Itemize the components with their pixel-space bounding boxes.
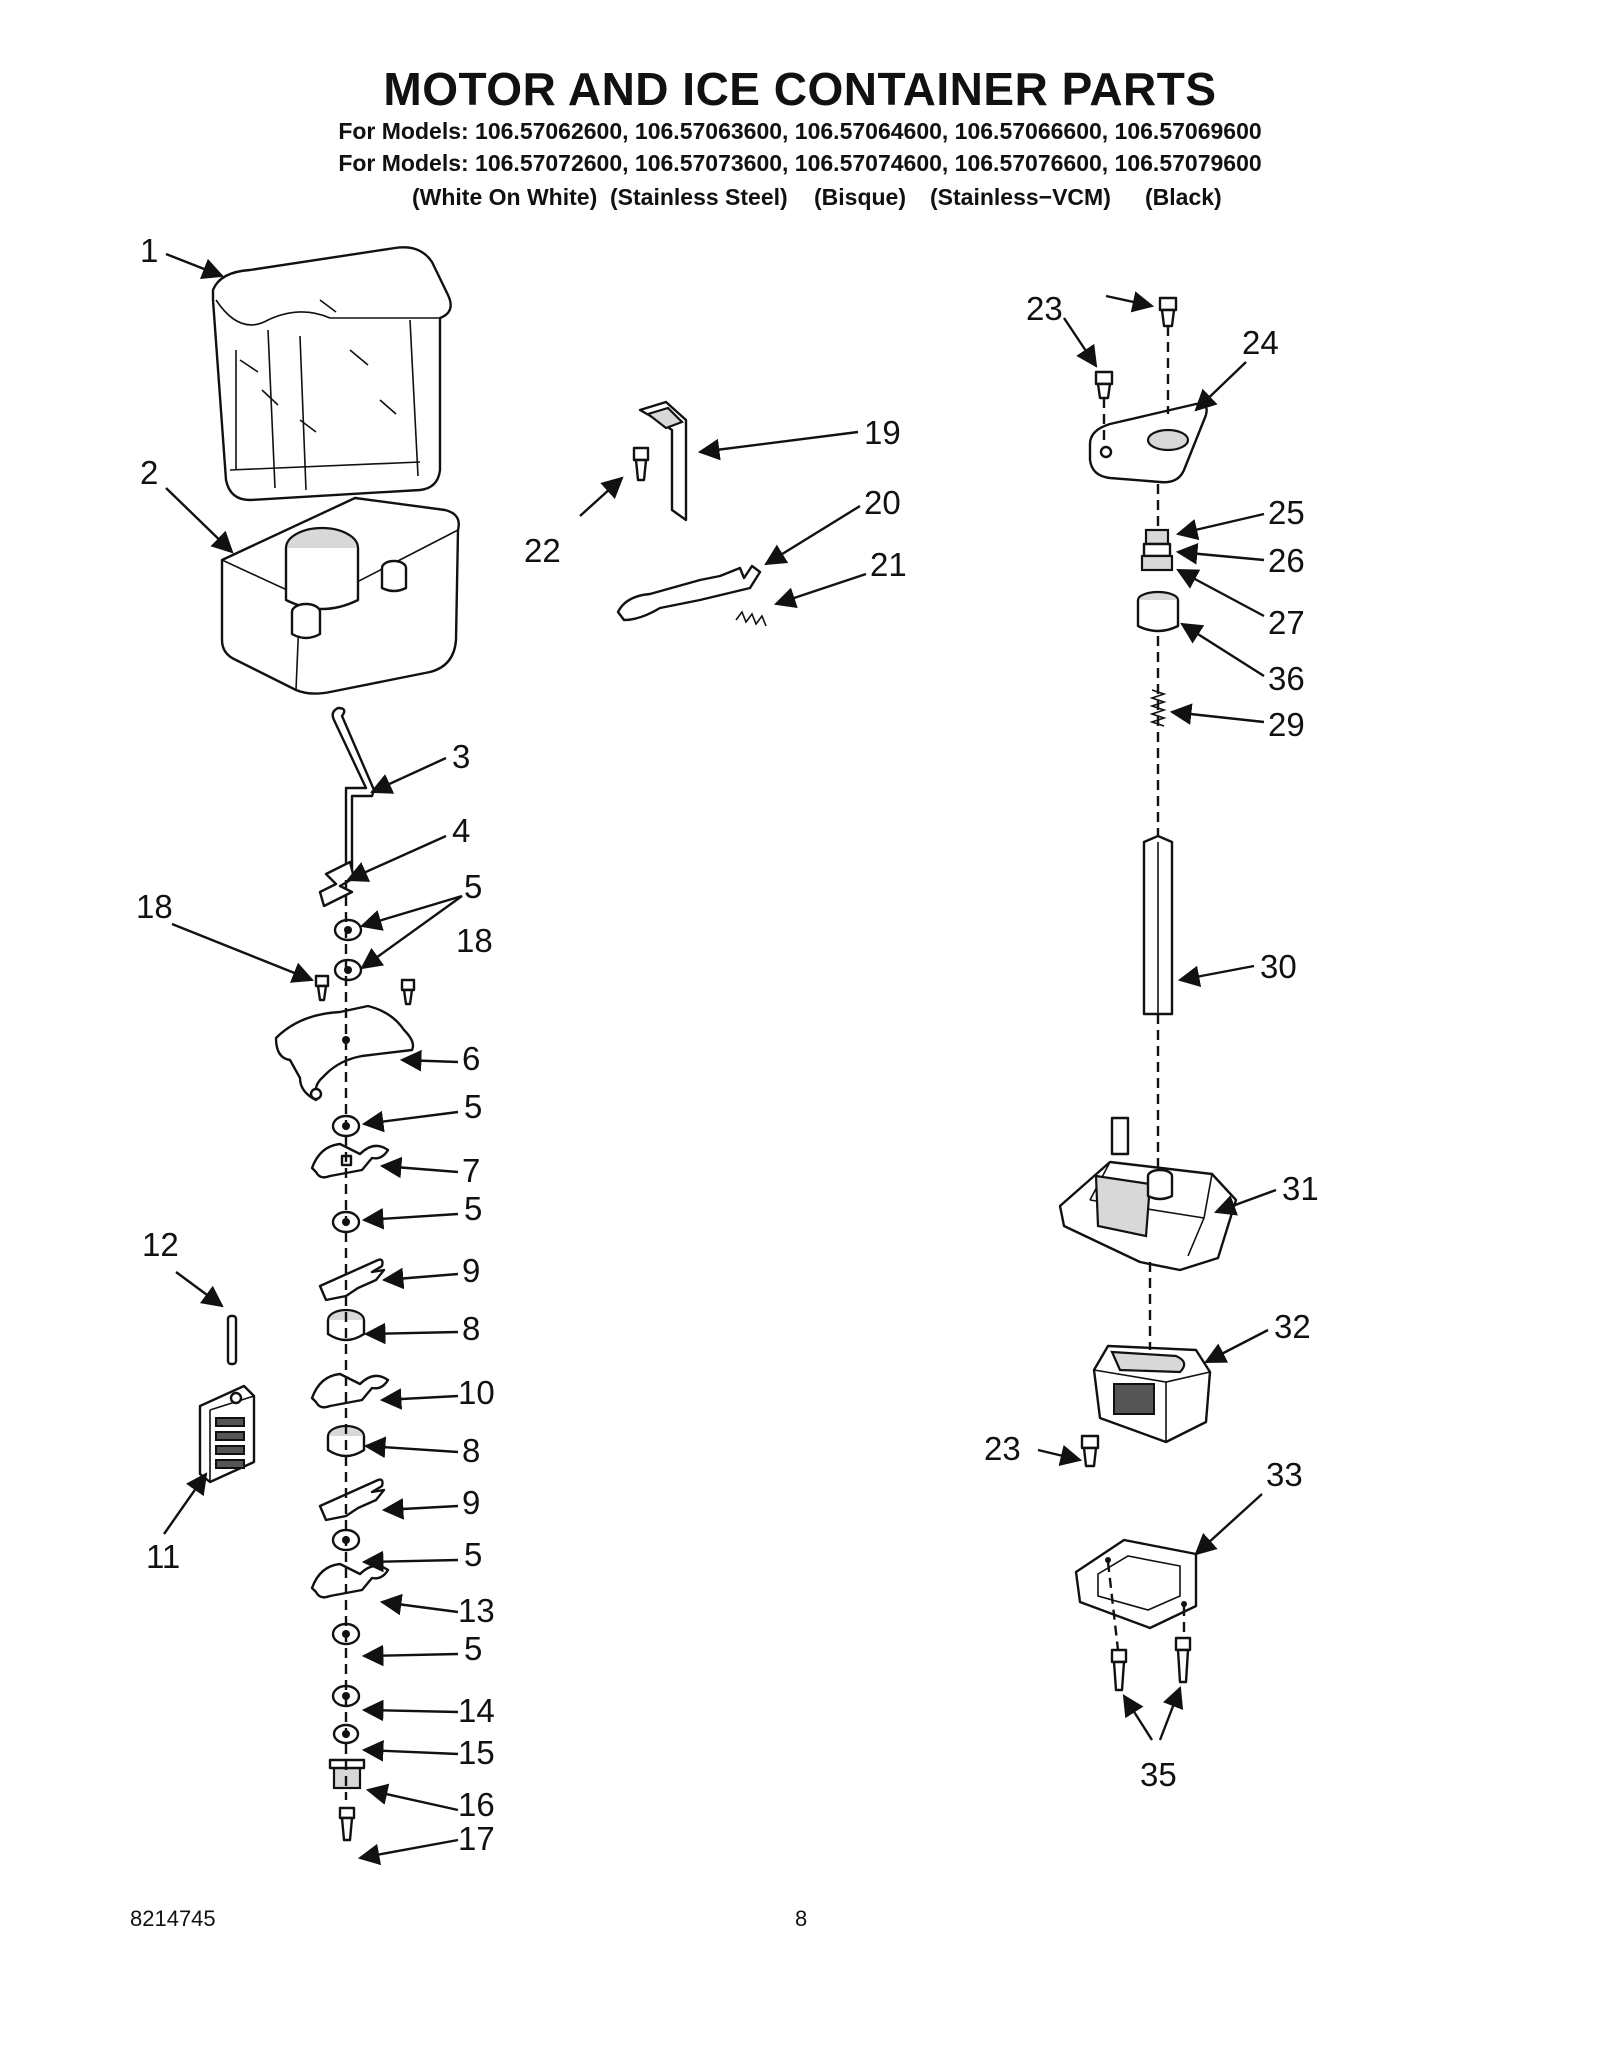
- screw-18-part: [314, 974, 416, 1006]
- callout-32: 32: [1274, 1308, 1311, 1345]
- mounting-bracket-24-part: [1088, 402, 1208, 484]
- callout-35: 35: [1140, 1756, 1177, 1793]
- callout-24: 24: [1242, 324, 1279, 361]
- callout-31: 31: [1282, 1170, 1319, 1207]
- callout-18a: 18: [136, 888, 173, 925]
- screw-23b-part: [1080, 1434, 1100, 1468]
- color-bisque: (Bisque): [814, 184, 906, 210]
- crank-rod-part: [331, 706, 376, 872]
- callout-14: 14: [458, 1692, 495, 1729]
- callout-23a: 23: [1026, 290, 1063, 327]
- callout-8b: 8: [462, 1432, 480, 1469]
- callout-10: 10: [458, 1374, 495, 1411]
- spring-21-part: [735, 610, 767, 627]
- blade-10-part: [310, 1372, 390, 1409]
- blade-13-part: [310, 1562, 390, 1599]
- callout-4: 4: [452, 812, 470, 849]
- color-stainless-steel: (Stainless Steel): [610, 184, 788, 210]
- bracket-19-part: [638, 400, 688, 522]
- hex-shaft-30-part: [1142, 834, 1174, 1016]
- screw-17-part: [338, 1806, 356, 1842]
- callout-8a: 8: [462, 1310, 480, 1347]
- block-11-part: [198, 1384, 256, 1484]
- callout-12: 12: [142, 1226, 179, 1263]
- callout-20: 20: [864, 484, 901, 521]
- lever-20-part: [616, 564, 762, 622]
- models-line-1: For Models: 106.57062600, 106.57063600, …: [338, 118, 1262, 144]
- callout-9a: 9: [462, 1252, 480, 1289]
- callout-26: 26: [1268, 542, 1305, 579]
- color-white-on-white: (White On White): [412, 184, 598, 210]
- bushing-25-26-27-part: [1140, 528, 1174, 572]
- ice-container-bucket-part: [211, 246, 452, 502]
- bracket-4-part: [318, 860, 356, 908]
- callout-21: 21: [870, 546, 907, 583]
- page-title: MOTOR AND ICE CONTAINER PARTS: [383, 63, 1217, 115]
- screw-22-part: [632, 446, 650, 482]
- screw-35-part: [1110, 1636, 1192, 1692]
- callout-18b: 18: [456, 922, 493, 959]
- callout-36: 36: [1268, 660, 1305, 697]
- callout-11: 11: [146, 1538, 180, 1575]
- color-black: (Black): [1145, 184, 1222, 210]
- callout-7: 7: [462, 1152, 480, 1189]
- page-number: 8: [795, 1906, 808, 1931]
- callout-3: 3: [452, 738, 470, 775]
- callout-29: 29: [1268, 706, 1305, 743]
- leader-arrows: [163, 252, 1277, 1866]
- callout-16: 16: [458, 1786, 495, 1823]
- blade-9b-part: [318, 1478, 386, 1522]
- callout-13: 13: [458, 1592, 495, 1629]
- motor-32-part: [1092, 1344, 1212, 1444]
- callout-6: 6: [462, 1040, 480, 1077]
- callout-25: 25: [1268, 494, 1305, 531]
- screw-23-part: [1094, 296, 1178, 400]
- callout-23c: 23: [984, 1430, 1021, 1467]
- callout-5b: 5: [464, 1088, 482, 1125]
- callout-19: 19: [864, 414, 901, 451]
- callout-1: 1: [140, 232, 158, 269]
- gasket-33-part: [1074, 1538, 1198, 1630]
- color-stainless-vcm: (Stainless−VCM): [930, 184, 1111, 210]
- document-number: 8214745: [130, 1906, 216, 1931]
- plate-6-part: [274, 1004, 415, 1102]
- callout-9b: 9: [462, 1484, 480, 1521]
- callout-17: 17: [458, 1820, 495, 1857]
- callout-5c: 5: [464, 1190, 482, 1227]
- callout-5d: 5: [464, 1536, 482, 1573]
- callout-22: 22: [524, 532, 561, 569]
- callout-5e: 5: [464, 1630, 482, 1667]
- auger-housing-part: [220, 496, 460, 695]
- pin-12-part: [226, 1314, 238, 1366]
- callout-30: 30: [1260, 948, 1297, 985]
- callout-27: 27: [1268, 604, 1305, 641]
- cup-36-part: [1136, 590, 1180, 633]
- callout-33: 33: [1266, 1456, 1303, 1493]
- models-line-2: For Models: 106.57072600, 106.57073600, …: [338, 150, 1262, 176]
- callout-5a: 5: [464, 868, 482, 905]
- callout-labels: 1 2 3 4 5 5 5 5 5 5 5 6 7 8 8 9 9 10 11 …: [136, 232, 1319, 1857]
- callout-2: 2: [140, 454, 158, 491]
- motor-housing-31-part: [1058, 1116, 1238, 1272]
- blade-9-part: [318, 1258, 386, 1302]
- callout-15: 15: [458, 1734, 495, 1771]
